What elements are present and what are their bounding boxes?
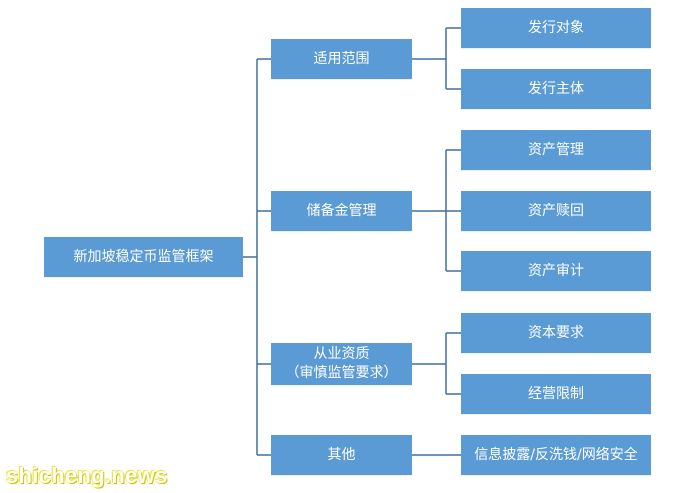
- leaf-asset-management: 资产管理: [461, 130, 651, 170]
- branch-other: 其他: [271, 435, 412, 475]
- watermark-text: shicheng.news: [6, 463, 168, 488]
- leaf-label: 资产赎回: [528, 202, 584, 219]
- root-node: 新加坡稳定币监管框架: [44, 237, 243, 277]
- leaf-issuance-target: 发行对象: [461, 8, 651, 48]
- leaf-label: 信息披露/反洗钱/网络安全: [474, 446, 638, 463]
- leaf-disclosure-aml-cyber: 信息披露/反洗钱/网络安全: [461, 435, 651, 475]
- branch-reserve-management: 储备金管理: [271, 191, 412, 231]
- leaf-label: 经营限制: [528, 385, 584, 402]
- branch-other-label: 其他: [327, 446, 356, 463]
- leaf-label: 资本要求: [528, 324, 584, 341]
- leaf-business-restriction: 经营限制: [461, 374, 651, 414]
- branch-qualification-label: 从业资质: [313, 346, 370, 363]
- leaf-asset-audit: 资产审计: [461, 251, 651, 291]
- leaf-label: 资产管理: [528, 141, 584, 158]
- branch-qualification-sublabel: （审慎监管要求）: [285, 365, 398, 381]
- branch-scope: 适用范围: [271, 39, 412, 79]
- branch-qualification: 从业资质 （审慎监管要求）: [271, 343, 412, 385]
- leaf-label: 发行对象: [528, 19, 584, 36]
- leaf-label: 资产审计: [528, 262, 584, 279]
- branch-scope-label: 适用范围: [313, 50, 370, 67]
- leaf-capital-requirement: 资本要求: [461, 313, 651, 353]
- leaf-asset-redemption: 资产赎回: [461, 191, 651, 231]
- leaf-label: 发行主体: [528, 80, 584, 97]
- branch-reserve-label: 储备金管理: [306, 202, 377, 219]
- root-label: 新加坡稳定币监管框架: [73, 248, 214, 265]
- leaf-issuer: 发行主体: [461, 69, 651, 109]
